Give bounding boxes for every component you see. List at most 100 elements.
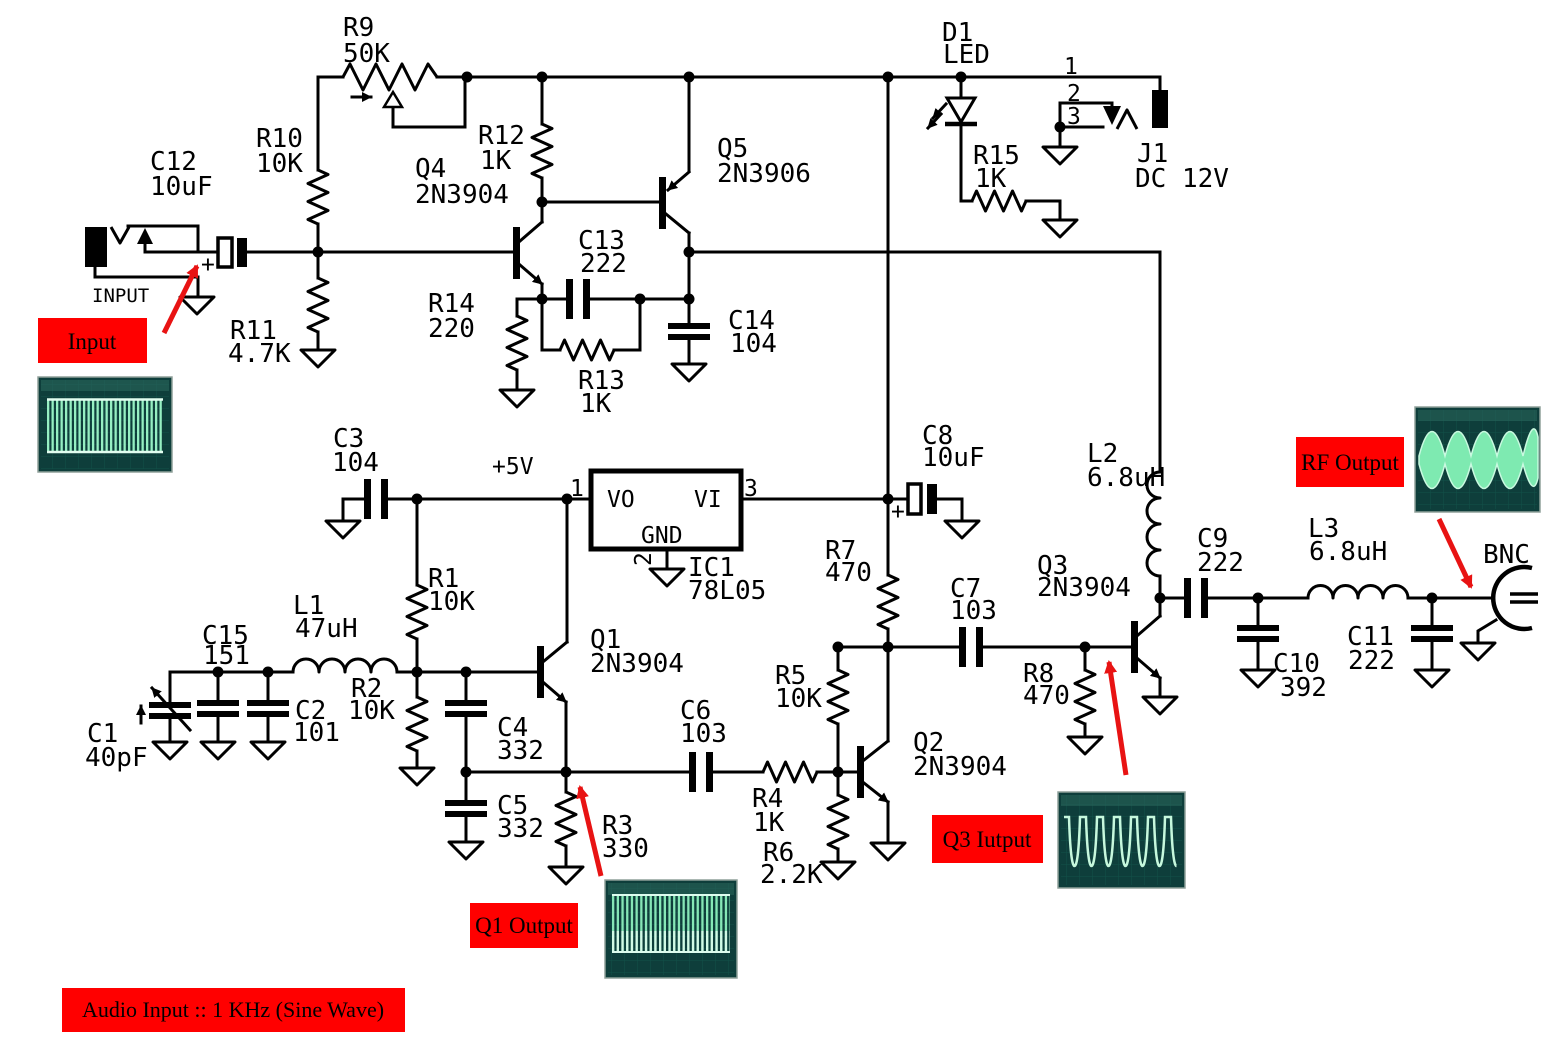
label-J1-pin2: 2 <box>1067 81 1081 107</box>
label-C11-value: 222 <box>1348 646 1395 676</box>
capacitor-C9 <box>1201 578 1208 618</box>
j1-switch-contact-icon <box>1115 108 1139 130</box>
label-Q3-value: 2N3904 <box>1037 573 1131 603</box>
label-R1: R1 <box>428 564 459 594</box>
capacitor-C14 <box>668 323 710 329</box>
ground-icon <box>819 860 857 881</box>
label-C6: C6 <box>680 696 711 726</box>
audio-input-label: Audio Input :: 1 KHz (Sine Wave) <box>82 997 384 1022</box>
label-R9: R9 <box>343 13 374 43</box>
label-Q3: Q3 <box>1037 551 1068 581</box>
label-R15: R15 <box>973 141 1020 171</box>
label-R2-value: 10K <box>348 696 395 726</box>
label-C8: C8 <box>922 421 953 451</box>
pot-wiper-contact-icon <box>381 89 405 109</box>
label-input-jack: INPUT <box>92 285 149 307</box>
label-C7: C7 <box>950 574 981 604</box>
label-R8-value: 470 <box>1023 681 1070 711</box>
label-C3-value: 104 <box>332 448 379 478</box>
label-C4-value: 332 <box>497 736 544 766</box>
label-R14-value: 220 <box>428 314 475 344</box>
label-IC1: IC1 <box>688 553 735 583</box>
capacitor-C8-plate-neg <box>927 484 937 514</box>
label-L1-value: 47uH <box>295 614 358 644</box>
resistor-R15 <box>970 189 1028 213</box>
ground-icon <box>670 362 708 383</box>
transistor-Q4-emitter <box>517 262 545 287</box>
capacitor-C10 <box>1237 625 1279 631</box>
q1-output-label: Q1 Output <box>475 913 573 938</box>
label-J1: J1 <box>1137 139 1168 169</box>
label-R6: R6 <box>763 838 794 868</box>
capacitor-C15 <box>197 700 239 706</box>
label-C8-polarity: + <box>891 499 905 525</box>
label-C1-value: 40pF <box>85 743 148 773</box>
input-label: Input <box>68 329 117 354</box>
label-R6-value: 2.2K <box>760 860 823 890</box>
oscilloscope-rf-output <box>1414 406 1541 513</box>
ground-icon <box>498 388 536 409</box>
label-Q2-value: 2N3904 <box>913 752 1007 782</box>
ground-icon <box>151 740 189 761</box>
label-C8-value: 10uF <box>922 443 985 473</box>
label-C12-value: 10uF <box>150 172 213 202</box>
capacitor-C2 <box>247 711 289 717</box>
capacitor-C11 <box>1411 625 1453 631</box>
junction-dots <box>212 71 1438 778</box>
transistor-Q5-collector <box>663 211 692 236</box>
label-R13: R13 <box>578 366 625 396</box>
label-Q5-value: 2N3906 <box>717 159 811 189</box>
label-R13-value: 1K <box>580 389 612 419</box>
label-R3: R3 <box>602 811 633 841</box>
capacitor-C6 <box>689 752 696 792</box>
jack-body <box>85 227 107 267</box>
transistor-Q4-base <box>513 227 520 279</box>
ground-icon <box>1141 695 1179 716</box>
annotation-arrows <box>161 264 1474 877</box>
label-R10: R10 <box>256 124 303 154</box>
pulse-wave-trace <box>1064 815 1178 868</box>
q3-output-label: Q3 Iutput <box>943 827 1032 852</box>
label-R15-value: 1K <box>975 164 1007 194</box>
capacitor-C8-plate-pos <box>906 482 923 516</box>
ground-icon <box>1239 668 1277 689</box>
capacitor-C12-plate-pos <box>216 236 234 269</box>
label-C15-value: 151 <box>203 641 250 671</box>
capacitor-plates-vertical <box>364 279 1208 792</box>
capacitor-C1 <box>149 713 191 719</box>
ic1-pin1-number: 1 <box>570 476 584 502</box>
resistor-R9-pot <box>341 62 439 92</box>
capacitor-C2 <box>247 700 289 706</box>
transistor-Q3-emitter <box>1135 656 1163 681</box>
resistor-R4 <box>761 760 819 784</box>
resistor-R11 <box>306 276 330 334</box>
label-R12: R12 <box>478 121 525 151</box>
ground-icon <box>943 519 981 540</box>
label-R2: R2 <box>351 674 382 704</box>
variable-cap-arrow-icon <box>149 685 193 733</box>
label-R7: R7 <box>825 536 856 566</box>
dc-jack-J1 <box>1103 90 1168 130</box>
led-light-arrow-icon <box>930 101 949 121</box>
transistor-Q2-emitter <box>861 780 891 805</box>
ic1-pin2-number: 2 <box>631 552 657 566</box>
ground-icon <box>1413 668 1451 689</box>
capacitor-C3 <box>364 479 371 519</box>
transistor-Q1-emitter <box>541 680 569 705</box>
label-C4: C4 <box>497 713 528 743</box>
led-light-arrow-icon <box>925 111 944 131</box>
resistor-R13 <box>558 338 616 362</box>
ic1-regulator: VO VI GND 1 3 2 <box>570 468 758 566</box>
label-R8: R8 <box>1023 659 1054 689</box>
capacitor-C12-plate-neg <box>237 238 247 267</box>
rf-output-label: RF Output <box>1301 450 1399 475</box>
label-R5: R5 <box>775 661 806 691</box>
label-C12: C12 <box>150 147 197 177</box>
resistor-R14 <box>505 314 529 372</box>
label-L2-value: 6.8uH <box>1087 463 1165 493</box>
transistor-Q2-collector <box>861 738 891 763</box>
label-J1-value: DC 12V <box>1135 164 1229 194</box>
resistor-R5 <box>826 668 850 726</box>
